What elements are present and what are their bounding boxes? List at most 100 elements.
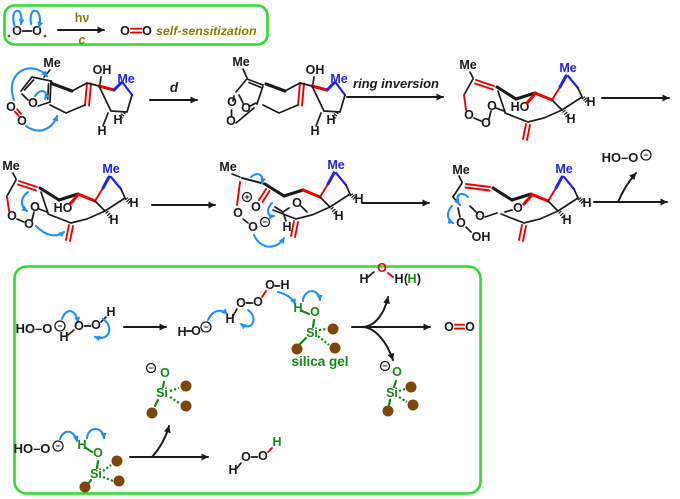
- bond: [12, 172, 17, 180]
- open-paren: (: [404, 272, 409, 286]
- curved-electron-arrow: [446, 204, 455, 225]
- curved-electron-arrow: [93, 317, 111, 342]
- curved-byproduct-arrow: [361, 326, 395, 361]
- silica-substituent-dot: [291, 343, 303, 355]
- oxygen-label: O: [160, 366, 170, 380]
- bond: [256, 85, 264, 105]
- alkene-bond: [464, 186, 491, 192]
- oxygen-label: O: [265, 278, 275, 292]
- oxygen-label: O: [17, 114, 27, 128]
- ring-inversion-label: ring inversion: [353, 76, 439, 91]
- hv-label: hν: [75, 11, 90, 25]
- condition-c-label: c: [79, 33, 86, 47]
- silica-gel-label: silica gel: [291, 354, 348, 369]
- bond: [484, 212, 498, 218]
- silica-substituent-dot: [180, 400, 192, 412]
- silica-substituent-dot: [180, 380, 192, 392]
- silica-substituent-dot: [327, 323, 339, 335]
- bond: [38, 208, 48, 213]
- methyl-label: Me: [2, 159, 19, 173]
- bond: [458, 175, 463, 183]
- bond: [300, 309, 311, 316]
- bond: [469, 205, 477, 213]
- bond: [387, 272, 394, 278]
- bond: [465, 226, 472, 233]
- alkene-bond: [18, 180, 38, 188]
- curved-electron-arrow: [10, 67, 49, 102]
- methyl-label: Me: [459, 58, 476, 72]
- bond: [95, 459, 100, 470]
- arrow-hydroperoxide-loss: HO–O −: [593, 149, 668, 206]
- bond: [311, 318, 316, 329]
- minus-charge-icon: −: [379, 360, 391, 372]
- bond: [249, 102, 257, 107]
- minus-sign: −: [148, 363, 153, 373]
- right-fragment: [261, 61, 350, 140]
- bond: [242, 68, 248, 79]
- peroxide-oxygen-label: O: [464, 108, 474, 122]
- oxocarbenium-oxygen-label: O: [251, 200, 261, 214]
- h-label: H: [282, 220, 291, 234]
- hydroxyl-label: HO: [54, 201, 73, 215]
- silanolate-product-right: − O Si: [379, 360, 419, 417]
- bond: [267, 447, 273, 453]
- bond: [495, 107, 505, 112]
- curved-electron-arrow: [33, 90, 51, 101]
- oxygen-product: O O: [444, 320, 475, 334]
- right-fragment: [48, 61, 137, 140]
- h-label: H: [407, 272, 416, 286]
- curved-byproduct-arrow: [151, 425, 171, 458]
- bond: [231, 173, 241, 178]
- bond: [68, 194, 79, 206]
- plus-charge-icon: +: [241, 191, 253, 203]
- silanol-2: H O Si: [77, 427, 125, 493]
- step-d-label: d: [170, 80, 179, 95]
- bond: [457, 207, 461, 218]
- minus-charge-icon: −: [145, 362, 157, 374]
- hash-bond: [102, 464, 112, 472]
- curved-electron-arrow: [453, 192, 470, 206]
- silica-substituent-dot: [382, 405, 394, 417]
- structure-oxocarbenium-peroxide-anion: Me O O − O + O H: [219, 156, 366, 248]
- bond: [274, 206, 284, 213]
- peroxide-oxygen-label: O: [481, 116, 491, 130]
- curved-electron-arrow: [20, 190, 30, 213]
- curved-electron-arrow: [267, 201, 276, 220]
- alkene-bond: [17, 183, 37, 192]
- oxygen-label: O: [241, 450, 251, 464]
- self-sensitization-label: self-sensitization: [156, 24, 257, 38]
- curved-electron-arrow: [206, 308, 229, 322]
- hydroperoxide-anion-label: HO–O: [602, 150, 639, 165]
- water-product: H O H ( H ): [359, 261, 421, 286]
- bond: [463, 94, 467, 111]
- silanol-silica-gel: H O Si silica gel: [291, 290, 349, 369]
- methyl-label: Me: [219, 160, 236, 174]
- curved-electron-arrow: [301, 290, 323, 303]
- hydroperoxide-anion-label: HO–O: [16, 321, 53, 336]
- curved-byproduct-arrow: [617, 172, 637, 203]
- self-sensitization-legend-box: O O hν c O O self-sensitization: [3, 4, 269, 47]
- double-bond: [23, 79, 35, 91]
- hydroperoxy-oxygen-label: O: [456, 216, 466, 230]
- methyl-label: Me: [452, 163, 469, 177]
- peroxide-oxygen-label: O: [248, 220, 258, 234]
- oxygen-label: O: [12, 24, 22, 38]
- oxygen-label: O: [74, 319, 84, 333]
- bond: [463, 78, 474, 96]
- bond: [40, 191, 49, 214]
- arrow-ring-inversion: ring inversion: [346, 76, 444, 101]
- structure-ring-inverted-endoperoxide: Me O O O HO: [459, 58, 598, 142]
- silica-substituent-dot: [111, 455, 123, 467]
- alkene-bond: [475, 79, 495, 87]
- bond: [488, 110, 492, 120]
- double-bond: [248, 81, 262, 89]
- silica-substituent-dot: [407, 399, 419, 411]
- peroxide-oxygen-label: O: [227, 95, 237, 109]
- oxygen-label: O: [142, 24, 152, 38]
- peroxide-oxygen-label: O: [233, 206, 243, 220]
- bond: [282, 207, 290, 213]
- plus-sign: +: [244, 192, 249, 202]
- minus-charge-icon: −: [259, 216, 271, 228]
- bond: [497, 90, 506, 113]
